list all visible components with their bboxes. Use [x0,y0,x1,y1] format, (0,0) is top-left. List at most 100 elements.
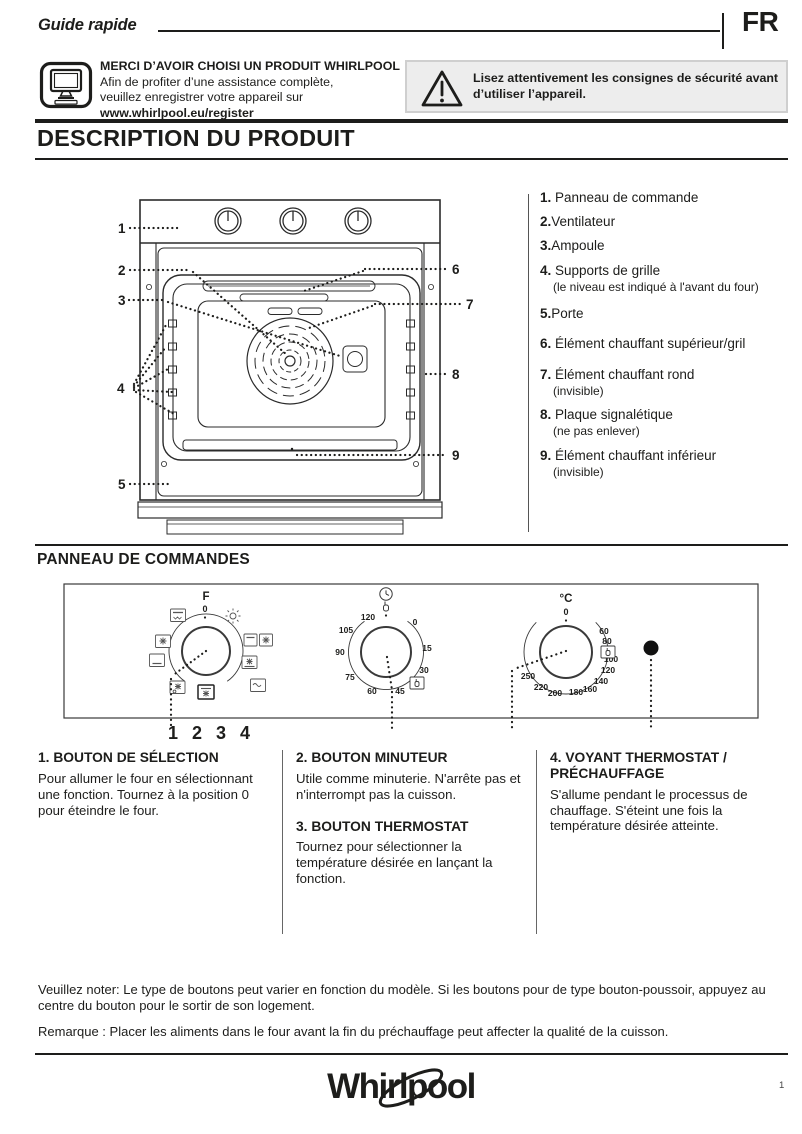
thermostat-knob: °C 0 60 80 100 120 140 160 180 200 220 2… [510,593,618,732]
column-timer-thermostat: 2. BOUTON MINUTEUR Utile comme minuterie… [282,750,536,934]
control-body-2: Utile comme minuterie. N'arrête pas et n… [296,770,521,802]
timer-tick-60: 60 [367,686,377,696]
control-body-4: S'allume pendant le processus de chauffa… [550,786,748,834]
diagram-number-9: 9 [452,448,460,463]
section-rule [35,544,788,546]
language-code: FR [742,6,779,37]
control-panel-diagram: F 0 [0,582,802,749]
oven-diagram: 1 2 3 4 5 6 7 8 9 [35,168,535,548]
lamp-icon [225,608,241,624]
register-url[interactable]: www.whirlpool.eu/register [100,105,254,120]
product-section-title: DESCRIPTION DU PRODUIT [37,125,355,151]
door-bottom [137,501,443,535]
part-item-9: 9. Élément chauffant inférieur(invisible… [540,447,717,479]
thermo-tick-250: 250 [521,671,535,681]
column-indicator: 4. VOYANT THERMOSTAT / PRÉCHAUFFAGE S'al… [536,750,786,934]
warning-line2: d’utiliser l’appareil. [473,87,586,102]
clock-icon [379,587,393,601]
fan [246,317,334,405]
selector-zero: 0 [202,604,207,614]
part-item-2: 2.Ventilateur [540,214,616,230]
control-title-3: 3. BOUTON THERMOSTAT [296,818,469,834]
grill-icon [170,608,186,622]
lamp [342,345,368,373]
thermo-tick-180: 180 [569,687,583,697]
control-body-3: Tournez pour sélectionner la température… [296,839,493,887]
grill-fan-icon [250,678,266,692]
parts-list-divider [528,194,529,532]
diagram-number-8: 8 [452,367,460,382]
diagram-number-4: 4 [117,381,125,396]
diagram-number-5: 5 [118,477,126,492]
bottom-heat-icon [149,653,165,667]
thermo-tick-120: 120 [601,665,615,675]
timer-tick-120: 120 [361,612,375,622]
rack-supports [168,319,415,420]
hand-icon [383,601,389,612]
fan-function-icon [155,634,171,648]
timer-tick-0: 0 [413,617,418,627]
controls-info-columns: 1. BOUTON DE SÉLECTION Pour allumer le f… [38,750,790,934]
part-item-7: 7. Élément chauffant rond(invisible) [540,366,695,398]
diagram-number-2: 2 [118,263,126,278]
timer-tick-30: 30 [419,665,429,675]
column-selection: 1. BOUTON DE SÉLECTION Pour allumer le f… [38,750,282,934]
safety-warning-box: Lisez attentivement les consignes de séc… [405,60,788,113]
guide-title: Guide rapide [38,16,137,34]
header-tick [722,13,724,49]
thermo-tick-140: 140 [594,676,608,686]
oven-front-knobs [214,207,372,235]
grill-element [202,280,376,315]
warning-triangle-icon [420,69,464,114]
defrost-icon [169,680,186,694]
thermo-tick-100: 100 [604,654,618,664]
panel-section-title: PANNEAU DE COMMANDES [37,551,250,568]
thermo-tick-60: 60 [599,626,609,636]
timer-hand-boxed-icon [409,676,425,690]
part-item-8: 8. Plaque signalétique(ne pas enlever) [540,407,673,439]
top-heat-icon [243,633,258,647]
register-computer-icon [39,61,93,116]
logo-swirl [378,1068,444,1108]
title-underline [35,158,788,160]
header-line [158,30,720,32]
thermo-tick-160: 160 [583,684,597,694]
part-item-4: 4. Supports de grille(le niveau est indi… [540,262,759,294]
part-item-3: 3.Ampoule [540,238,605,254]
thermo-tick-200: 200 [548,688,562,698]
control-title-1: 1. BOUTON DE SÉLECTION [38,750,219,765]
page-number: 1 [779,1080,785,1091]
parts-list: 1. Panneau de commande 2.Ventilateur 3.A… [540,190,792,487]
timer-tick-45: 45 [395,686,405,696]
fan-bottom-icon [241,655,258,669]
register-title: MERCI D’AVOIR CHOISI UN PRODUIT WHIRLPOO… [100,59,400,73]
timer-tick-75: 75 [345,672,355,682]
brand-wordmark: Whirlpool [327,1067,475,1106]
selector-f-label: F [202,591,209,603]
whirlpool-logo: Whirlpool [311,1058,491,1121]
control-body-1: Pour allumer le four en sélectionnant un… [38,770,253,818]
part-item-6: 6. Élément chauffant supérieur/gril [540,336,746,352]
selected-function-icon [197,684,215,700]
fan-circle-icon [259,633,273,647]
timer-knob: 0 15 30 45 60 75 90 105 120 [335,587,432,732]
note-buttons: Veuillez noter: Le type de boutons peut … [38,982,766,1014]
thermostat-zero: 0 [563,607,568,617]
diagram-number-3: 3 [118,293,126,308]
thermostat-indicator-light [643,640,659,732]
part-item-1: 1. Panneau de commande [540,190,699,205]
timer-tick-15: 15 [422,643,432,653]
part-item-5: 5.Porte [540,306,584,322]
warning-text: Lisez attentivement les consignes de séc… [473,70,778,102]
section-rule-thick [35,119,788,123]
selector-knob: F 0 [149,591,273,732]
diagram-number-7: 7 [466,297,474,312]
control-title-4: 4. VOYANT THERMOSTAT / PRÉCHAUFFAGE [550,750,727,781]
diagram-number-1: 1 [118,221,126,236]
footnotes: Veuillez noter: Le type de boutons peut … [38,982,786,1049]
thermostat-hand-boxed-icon [600,645,616,659]
timer-tick-90: 90 [335,647,345,657]
thermo-tick-80: 80 [602,636,612,646]
footer-rule [35,1053,788,1055]
